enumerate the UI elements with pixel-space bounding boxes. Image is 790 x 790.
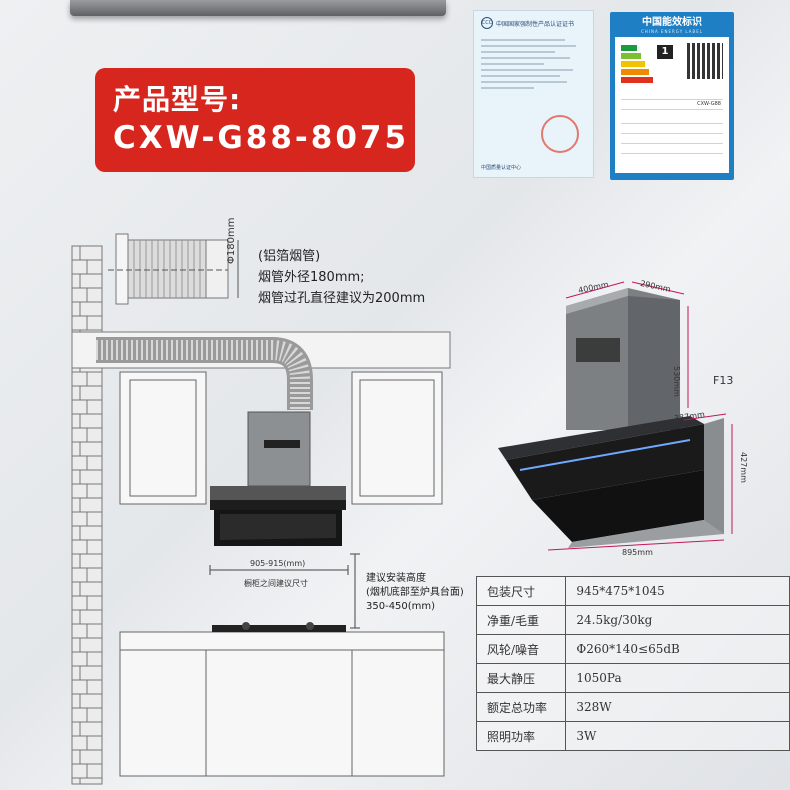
brick-wall <box>71 245 103 785</box>
gas-hob <box>212 625 346 632</box>
cabinet-width-caption: 橱柜之间建议尺寸 <box>244 579 308 588</box>
energy-label-body: 1 CXW-G88 <box>615 37 729 173</box>
install-height-note: (烟机底部至炉具台面) <box>366 587 464 598</box>
energy-label-subtitle: CHINA ENERGY LABEL <box>641 29 703 34</box>
duct-drawing <box>108 233 239 305</box>
spec-label: 净重/毛重 <box>475 605 567 635</box>
spec-value: 945*475*1045 <box>565 576 790 606</box>
spec-value: 328W <box>565 692 790 722</box>
ccc-logo-icon: CCC <box>481 17 493 29</box>
duct-name: (铝箔烟管) <box>258 249 321 264</box>
install-height-text: 建议安装高度 (烟机底部至炉具台面) 350-450(mm) <box>366 572 464 614</box>
product-3d-view <box>498 288 724 548</box>
install-height-title: 建议安装高度 <box>366 573 426 584</box>
spec-label: 额定总功率 <box>475 692 567 722</box>
model-banner: 产品型号: CXW-G88-8075 <box>95 68 415 172</box>
spec-label: 风轮/噪音 <box>475 634 567 664</box>
upper-cabinets <box>119 371 443 505</box>
tower-height-label: 530mm <box>672 366 681 397</box>
spec-label: 最大静压 <box>475 663 567 693</box>
certificate-seal-icon <box>541 115 579 153</box>
spec-value: 1050Pa <box>565 663 790 693</box>
certificate-title-text: 中国国家强制性产品认证证书 <box>496 20 575 28</box>
energy-label-title: 中国能效标识 <box>642 17 702 28</box>
certificate-title: CCC 中国国家强制性产品认证证书 <box>481 17 586 29</box>
duct-outer-diameter: 烟管外径180mm; <box>258 270 365 285</box>
energy-label: 中国能效标识 CHINA ENERGY LABEL 1 CXW-G88 <box>610 12 734 180</box>
spec-value: Φ260*140≤65dB <box>565 634 790 664</box>
duct-hole-diameter: 烟管过孔直径建议为200mm <box>258 291 426 306</box>
certificate-footer: 中国质量认证中心 <box>481 165 522 171</box>
model-number: CXW-G88-8075 <box>113 120 410 156</box>
variant-label: F13 <box>713 374 734 387</box>
spec-label: 包装尺寸 <box>475 576 567 606</box>
spec-value: 3W <box>565 721 790 751</box>
energy-model-code: CXW-G88 <box>697 101 721 107</box>
body-height-label: 427mm <box>739 452 748 483</box>
total-width-label: 895mm <box>622 548 653 557</box>
spec-value: 24.5kg/30kg <box>565 605 790 635</box>
product-dimension-lines <box>547 281 733 551</box>
spec-label: 照明功率 <box>475 721 567 751</box>
hood-diagram <box>210 411 346 546</box>
cabinet-width-value: 905-915(mm) <box>250 559 306 568</box>
lower-cabinets <box>119 631 445 777</box>
ccc-certificate: CCC 中国国家强制性产品认证证书 中国质量认证中心 <box>473 10 594 178</box>
product-top-edge <box>70 0 446 16</box>
duct-diameter-label: Φ180mm <box>226 217 237 264</box>
model-label: 产品型号: <box>113 83 242 116</box>
install-height-value: 350-450(mm) <box>366 601 436 612</box>
energy-grade: 1 <box>657 45 673 59</box>
qr-code-icon <box>687 43 723 79</box>
